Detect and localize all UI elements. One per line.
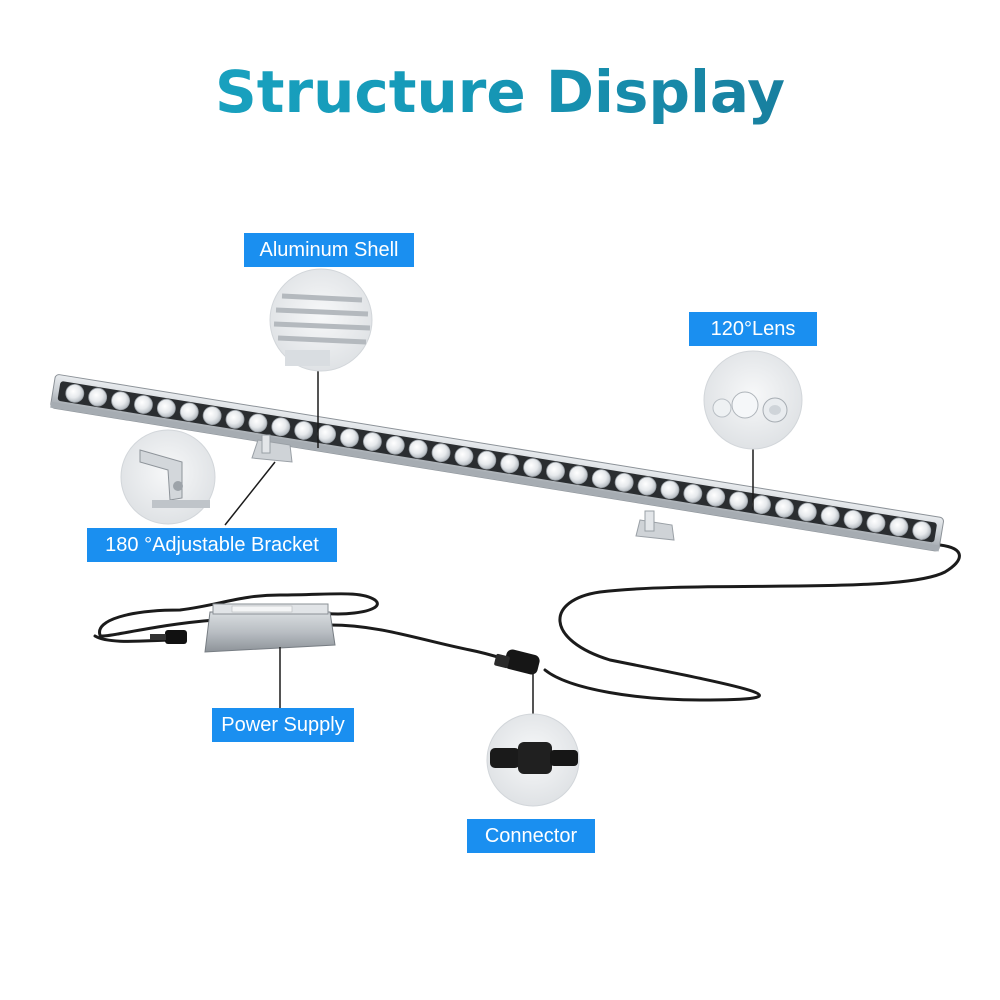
- label-adjustable-bracket: 180 °Adjustable Bracket: [87, 528, 337, 562]
- led-lens: [637, 476, 657, 496]
- bracket-detail: [120, 429, 216, 525]
- led-lens: [271, 417, 291, 437]
- led-lens: [797, 502, 817, 522]
- ac-plug-icon: [150, 630, 187, 644]
- led-lens: [820, 506, 840, 526]
- psu-input-cable: [98, 592, 379, 638]
- led-lens: [912, 521, 932, 540]
- cable-connector-icon: [494, 649, 540, 675]
- led-lens: [866, 513, 886, 533]
- label-aluminum-shell: Aluminum Shell: [244, 233, 414, 267]
- led-lens: [111, 391, 130, 411]
- led-lens: [568, 465, 588, 485]
- connector-detail: [486, 713, 580, 807]
- led-lens: [454, 446, 474, 466]
- label-power-supply: Power Supply: [212, 708, 354, 742]
- led-lens: [591, 469, 611, 489]
- led-lens: [523, 458, 543, 477]
- led-lens: [385, 435, 405, 455]
- led-lens: [88, 387, 108, 407]
- led-lens: [614, 472, 634, 492]
- led-lens: [134, 395, 153, 414]
- led-lens: [248, 413, 268, 433]
- led-lens: [156, 398, 176, 418]
- power-supply-unit: [204, 603, 336, 653]
- aluminum-shell-detail: [269, 268, 373, 372]
- bracket-right: [635, 510, 675, 541]
- output-cable: [543, 543, 961, 702]
- led-lens: [340, 428, 359, 448]
- cables: [93, 543, 961, 702]
- led-lens: [775, 498, 794, 518]
- led-lens: [477, 450, 497, 470]
- led-lens: [225, 409, 245, 429]
- led-lens: [179, 402, 199, 422]
- led-lens: [431, 443, 451, 463]
- led-lens: [660, 480, 680, 500]
- label-connector: Connector: [467, 819, 595, 853]
- pointer-lines: [224, 365, 754, 720]
- led-lens: [500, 454, 520, 474]
- led-lens: [294, 421, 314, 440]
- led-row: [65, 383, 932, 540]
- led-lens: [202, 406, 222, 426]
- led-lens: [889, 517, 909, 537]
- led-lens: [683, 484, 703, 503]
- led-lens: [362, 432, 382, 451]
- page-title: Structure Display: [0, 58, 1000, 126]
- led-lens: [706, 487, 726, 507]
- led-lens: [546, 461, 565, 481]
- bracket-left: [251, 434, 293, 463]
- lens-detail: [703, 350, 803, 450]
- label-lens: 120°Lens: [689, 312, 817, 346]
- led-lens: [65, 383, 85, 403]
- led-bar: [50, 374, 944, 552]
- led-lens: [408, 439, 428, 459]
- psu-output-cable: [328, 623, 517, 664]
- led-lens: [843, 510, 863, 529]
- led-lens: [729, 491, 749, 511]
